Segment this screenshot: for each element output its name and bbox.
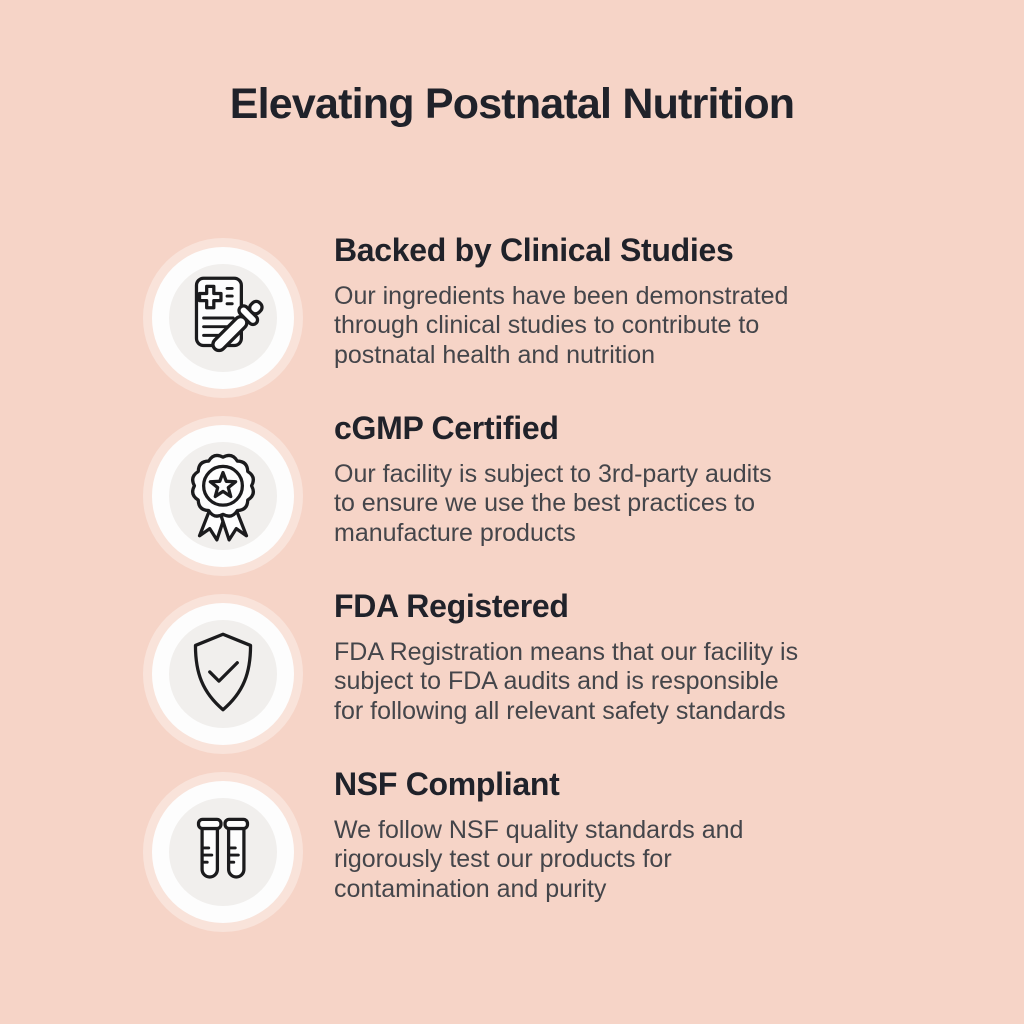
icon-circle xyxy=(152,603,294,746)
feature-text: cGMP Certified Our facility is subject t… xyxy=(334,410,772,548)
feature-text: FDA Registered FDA Registration means th… xyxy=(334,588,798,726)
feature-row-fda-registered: FDA Registered FDA Registration means th… xyxy=(152,588,1024,746)
icon-circle xyxy=(152,425,294,568)
feature-row-clinical-studies: Backed by Clinical Studies Our ingredien… xyxy=(152,232,1024,390)
page-title: Elevating Postnatal Nutrition xyxy=(229,80,795,128)
feature-row-nsf-compliant: NSF Compliant We follow NSF quality stan… xyxy=(152,766,1024,924)
feature-heading: NSF Compliant xyxy=(334,766,560,803)
feature-body: Our ingredients have been demonstrated t… xyxy=(334,282,789,369)
feature-text: NSF Compliant We follow NSF quality stan… xyxy=(334,766,743,904)
feature-heading: Backed by Clinical Studies xyxy=(334,232,734,269)
shield-check-icon xyxy=(193,633,253,712)
feature-body: FDA Registration means that our facility… xyxy=(334,638,799,725)
feature-body: Our facility is subject to 3rd-party aud… xyxy=(334,460,772,547)
icon-circle xyxy=(152,781,294,924)
icon-circle xyxy=(152,247,294,390)
test-tubes-icon xyxy=(196,818,250,879)
feature-row-cgmp-certified: cGMP Certified Our facility is subject t… xyxy=(152,410,1024,568)
feature-body: We follow NSF quality standards and rigo… xyxy=(334,816,744,903)
medal-star-icon xyxy=(191,454,255,542)
clinical-document-dropper-icon xyxy=(194,277,264,353)
feature-heading: cGMP Certified xyxy=(334,410,559,447)
feature-text: Backed by Clinical Studies Our ingredien… xyxy=(334,232,788,370)
feature-list: Backed by Clinical Studies Our ingredien… xyxy=(152,232,1024,924)
feature-heading: FDA Registered xyxy=(334,588,569,625)
